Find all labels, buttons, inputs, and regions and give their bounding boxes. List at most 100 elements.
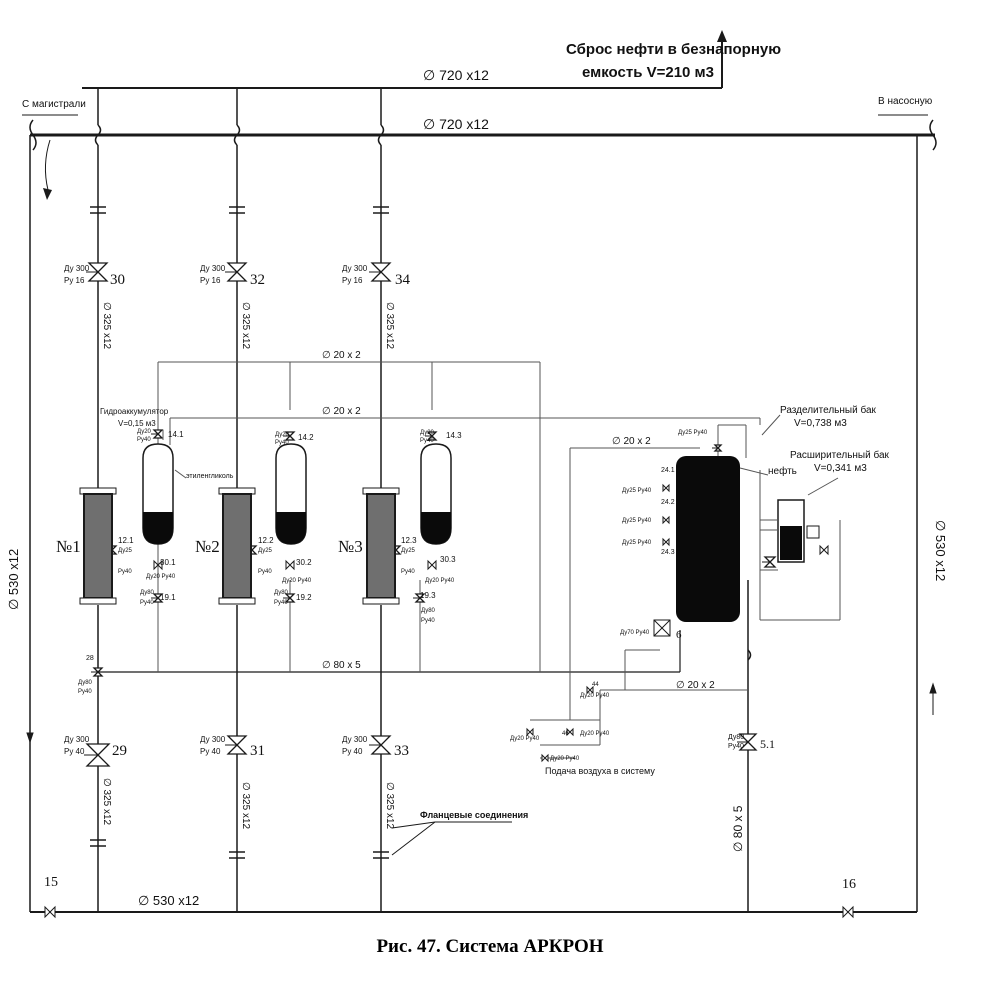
valve-51-label: 5.1: [760, 737, 775, 751]
valve-28-spec1: Ду80: [78, 680, 93, 686]
ru40-b-label-3: Ру40: [401, 569, 415, 575]
valve-32-spec1: Ду 300: [200, 264, 226, 273]
tank-valve-spec-3: Ду25 Ру40: [622, 540, 652, 546]
separator-leader: [761, 414, 781, 436]
v30-label-3: 30.3: [440, 555, 456, 564]
filter-unit-1[interactable]: [79, 487, 117, 605]
valve-32-icon[interactable]: [225, 262, 248, 282]
du20ru40-label-1: Ду20 Ру40: [146, 574, 176, 580]
pipe-small-right-label: ∅ 20 x 2: [676, 680, 715, 691]
accumulator-2[interactable]: [275, 443, 307, 545]
main-valve-labels: Ду 300 Ру 16 30 Ду 300 Ру 16 32 Ду 300 Р…: [64, 264, 411, 759]
du20-label-1: Ду20: [137, 429, 152, 435]
v30-valve-icon-2[interactable]: [285, 559, 295, 571]
accumulator-3[interactable]: [420, 443, 452, 545]
du25-label-2: Ду25: [258, 548, 273, 554]
branch-columns: [90, 88, 752, 912]
flange-leader-2: [391, 821, 436, 829]
valve-46-icon[interactable]: [566, 727, 574, 737]
valve-16-icon[interactable]: [842, 905, 854, 919]
filter-unit-3[interactable]: [362, 487, 400, 605]
tank-side-valve-icon-3[interactable]: [662, 537, 670, 547]
valve-34-icon[interactable]: [369, 262, 392, 282]
tank-valve-spec-1: Ду25 Ру40: [622, 488, 652, 494]
valve-31-number: 31: [250, 743, 265, 759]
valve-44-icon[interactable]: [586, 685, 594, 695]
separator-volume: V=0,738 м3: [794, 418, 847, 429]
expansion-out-valve-icon[interactable]: [819, 544, 829, 556]
acc-valve-icon-2[interactable]: [283, 431, 296, 441]
node-6[interactable]: [653, 619, 671, 637]
ru40-label-2: Ру40: [275, 440, 289, 446]
accumulator-volume: V=0,15 м3: [118, 419, 156, 428]
valve-31-icon[interactable]: [225, 735, 248, 755]
valve-51-icon[interactable]: [737, 733, 758, 751]
tank-side-valve-icon-1[interactable]: [662, 483, 670, 493]
du80-label-3: Ду80: [421, 608, 436, 614]
v19-valve-icon-2[interactable]: [283, 593, 296, 603]
v19-label-1: 19.1: [160, 593, 176, 602]
separator-title: Разделительный бак: [780, 404, 877, 416]
v30-valve-icon-1[interactable]: [153, 559, 163, 571]
valve-32-number: 32: [250, 272, 265, 288]
separator-top-valve-spec: Ду25 Ру40: [678, 430, 708, 436]
expansion-title: Расширительный бак: [790, 449, 890, 461]
ru40-label-1: Ру40: [137, 437, 151, 443]
v30-label-1: 30.1: [160, 558, 176, 567]
valve-33-spec2: Ру 40: [342, 747, 363, 756]
valve-31-spec1: Ду 300: [200, 735, 226, 744]
valve-29-icon[interactable]: [84, 743, 111, 767]
valve-33-number: 33: [394, 743, 409, 759]
expansion-valve-icon[interactable]: [762, 556, 777, 568]
pipe-small-upper-label: ∅ 20 x 2: [322, 350, 361, 361]
valve-29-number: 29: [112, 743, 127, 759]
expansion-leader: [807, 477, 839, 496]
glycol-leader: [174, 469, 187, 479]
acc-valve-icon-3[interactable]: [425, 431, 438, 441]
acc-valve-label-1: 14.1: [168, 430, 184, 439]
tank-valve-spec-2: Ду25 Ру40: [622, 518, 652, 524]
valve-29-spec2: Ру 40: [64, 747, 85, 756]
v12-label-3: 12.3: [401, 536, 417, 545]
tank-valve-label-1: 24.1: [661, 467, 675, 474]
branch-label-3-top: ∅ 325 x12: [384, 302, 395, 350]
valve-29-spec1: Ду 300: [64, 735, 90, 744]
v19-label-3: 19.3: [420, 591, 436, 600]
valve-15-icon[interactable]: [44, 905, 56, 919]
ru40-c-label-2: Ру40: [274, 600, 288, 606]
accumulator-1[interactable]: [142, 443, 174, 545]
air-valve-icon-2[interactable]: [541, 753, 549, 763]
valve-28-icon[interactable]: [91, 667, 104, 677]
oil-leader: [739, 467, 769, 476]
air-valve-spec-1: Ду20 Ру40: [510, 736, 540, 742]
valve-34-number: 34: [395, 272, 411, 288]
expansion-tank[interactable]: [760, 499, 820, 571]
filter-unit-2[interactable]: [218, 487, 256, 605]
du20-label-3: Ду20: [420, 430, 435, 436]
to-pump-label: В насосную: [878, 96, 933, 107]
acc-valve-icon-1[interactable]: [151, 429, 164, 439]
ru40-b-label-2: Ру40: [258, 569, 272, 575]
valve-30-icon[interactable]: [86, 262, 109, 282]
tank-side-valve-icon-2[interactable]: [662, 515, 670, 525]
air-valve-icon-1[interactable]: [526, 727, 534, 737]
v30-valve-icon-3[interactable]: [427, 559, 437, 571]
valve-34-spec2: Ру 16: [342, 276, 363, 285]
pipe-left-vertical-label: ∅ 530 x12: [6, 549, 21, 610]
tank-valve-label-3: 24.3: [661, 549, 675, 556]
separator-tank[interactable]: [676, 456, 740, 622]
glycol-label: этиленгликоль: [186, 473, 234, 480]
valve-28-label: 28: [86, 655, 94, 662]
v19-valve-icon-1[interactable]: [151, 593, 164, 603]
separator-top-valve-icon[interactable]: [712, 444, 723, 452]
node6-spec: Ду70 Ру40: [620, 630, 650, 636]
valve-33-icon[interactable]: [369, 735, 392, 755]
valve-28-spec2: Ру40: [78, 689, 92, 695]
unit-label-2: №2: [195, 537, 220, 556]
du80-label-2: Ду80: [274, 590, 289, 596]
valve-layer: [44, 262, 854, 919]
v19-valve-icon-3[interactable]: [413, 593, 426, 603]
from-main-label: С магистрали: [22, 99, 86, 110]
du20ru40-label-2: Ду20 Ру40: [282, 578, 312, 584]
